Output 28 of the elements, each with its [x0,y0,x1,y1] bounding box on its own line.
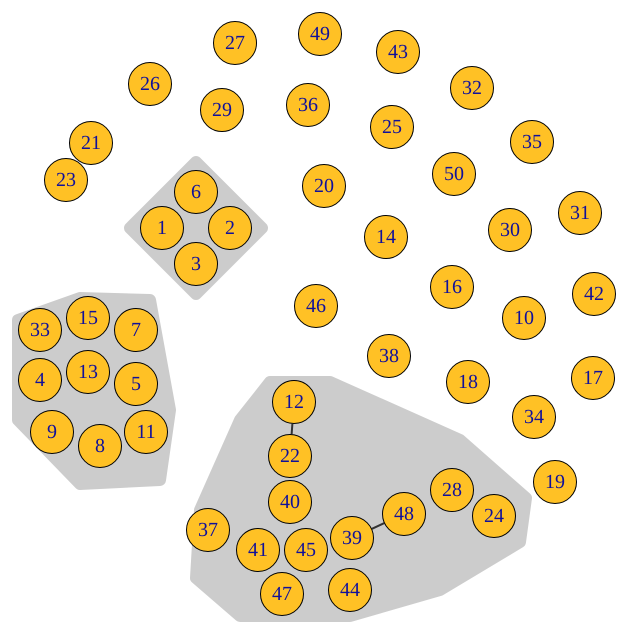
vertex-circle: 29 [200,88,244,132]
vertex-circle: 20 [302,164,346,208]
vertex-circle: 49 [298,12,342,56]
vertex-circle: 35 [510,120,554,164]
group-hull [124,156,268,300]
vertex-circle: 30 [488,208,532,252]
vertex-circle: 34 [512,395,556,439]
vertex-circle: 43 [376,30,420,74]
edge-line [372,522,384,530]
vertex-circle: 17 [571,356,615,400]
vertex-circle: 38 [367,334,411,378]
vertex-circle: 14 [364,215,408,259]
vertex-circle: 31 [558,191,602,235]
vertex-circle: 21 [69,121,113,165]
vertex-circle: 50 [432,152,476,196]
vertex-circle: 26 [128,62,172,106]
vertex-circle: 27 [213,21,257,65]
vertex-circle: 46 [294,284,338,328]
vertex-circle: 23 [44,158,88,202]
vertex-circle: 32 [450,66,494,110]
vertex-circle: 25 [370,105,414,149]
vertex-circle: 42 [572,272,616,316]
edge-line [290,424,294,434]
vertex-circle: 19 [533,460,577,504]
vertex-circle: 16 [430,265,474,309]
vertex-circle: 10 [502,296,546,340]
vertex-circle: 18 [446,360,490,404]
vertex-circle: 36 [286,83,330,127]
